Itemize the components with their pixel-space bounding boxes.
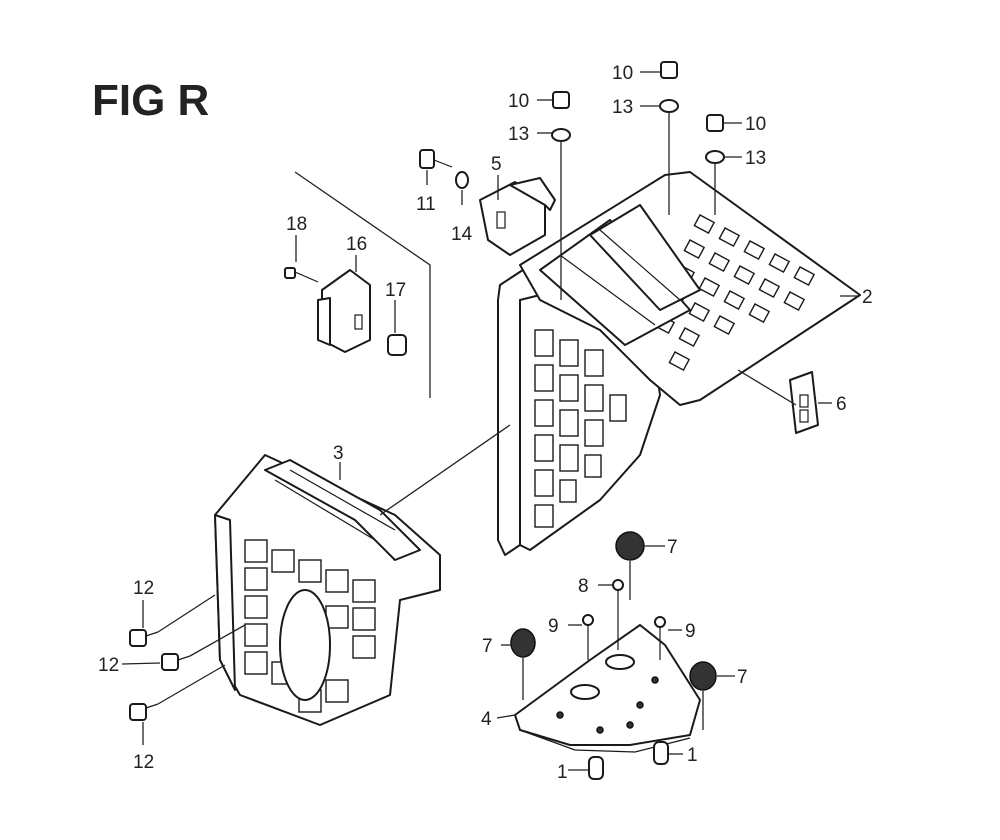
callout-17: 17: [385, 280, 406, 301]
callout-2: 2: [862, 287, 873, 308]
inset-divider-line: [294, 171, 431, 398]
callout-12: 12: [98, 655, 119, 676]
callout-labels: 1 1 2 3 4 5 6 7 7 7 8 9 9 10 10 10 11 12…: [98, 63, 873, 783]
callout-13: 13: [612, 97, 633, 118]
leader-3-to-2: [379, 424, 511, 516]
callout-10: 10: [745, 114, 766, 135]
callout-10: 10: [612, 63, 633, 84]
callout-7: 7: [482, 636, 493, 657]
callout-4: 4: [481, 709, 492, 730]
hardware-items: [129, 61, 725, 780]
callout-3: 3: [333, 443, 344, 464]
leader-lines: [121, 71, 858, 771]
callout-13: 13: [745, 148, 766, 169]
part-4-base-plate: [514, 624, 701, 753]
callout-11: 11: [416, 194, 436, 215]
part-5-clip-bracket: [479, 177, 556, 256]
callout-8: 8: [578, 576, 589, 597]
callout-1: 1: [557, 762, 568, 783]
callout-9: 9: [548, 616, 559, 637]
callout-6: 6: [836, 394, 847, 415]
callout-14: 14: [451, 224, 473, 245]
callout-10: 10: [508, 91, 529, 112]
callout-7: 7: [667, 537, 678, 558]
callout-1: 1: [687, 745, 698, 766]
callout-18: 18: [286, 214, 307, 235]
callout-12: 12: [133, 578, 154, 599]
callout-7: 7: [737, 667, 748, 688]
callout-5: 5: [491, 154, 502, 175]
figure-title: FIG R: [92, 76, 209, 125]
callout-12: 12: [133, 752, 154, 773]
part-16-clip: [317, 269, 371, 353]
part-6-small-plate: [789, 371, 819, 434]
callout-16: 16: [346, 234, 367, 255]
callout-9: 9: [685, 621, 696, 642]
part-2-frame: [497, 171, 861, 556]
part-3-box-bracket: [214, 454, 441, 726]
callout-13: 13: [508, 124, 529, 145]
